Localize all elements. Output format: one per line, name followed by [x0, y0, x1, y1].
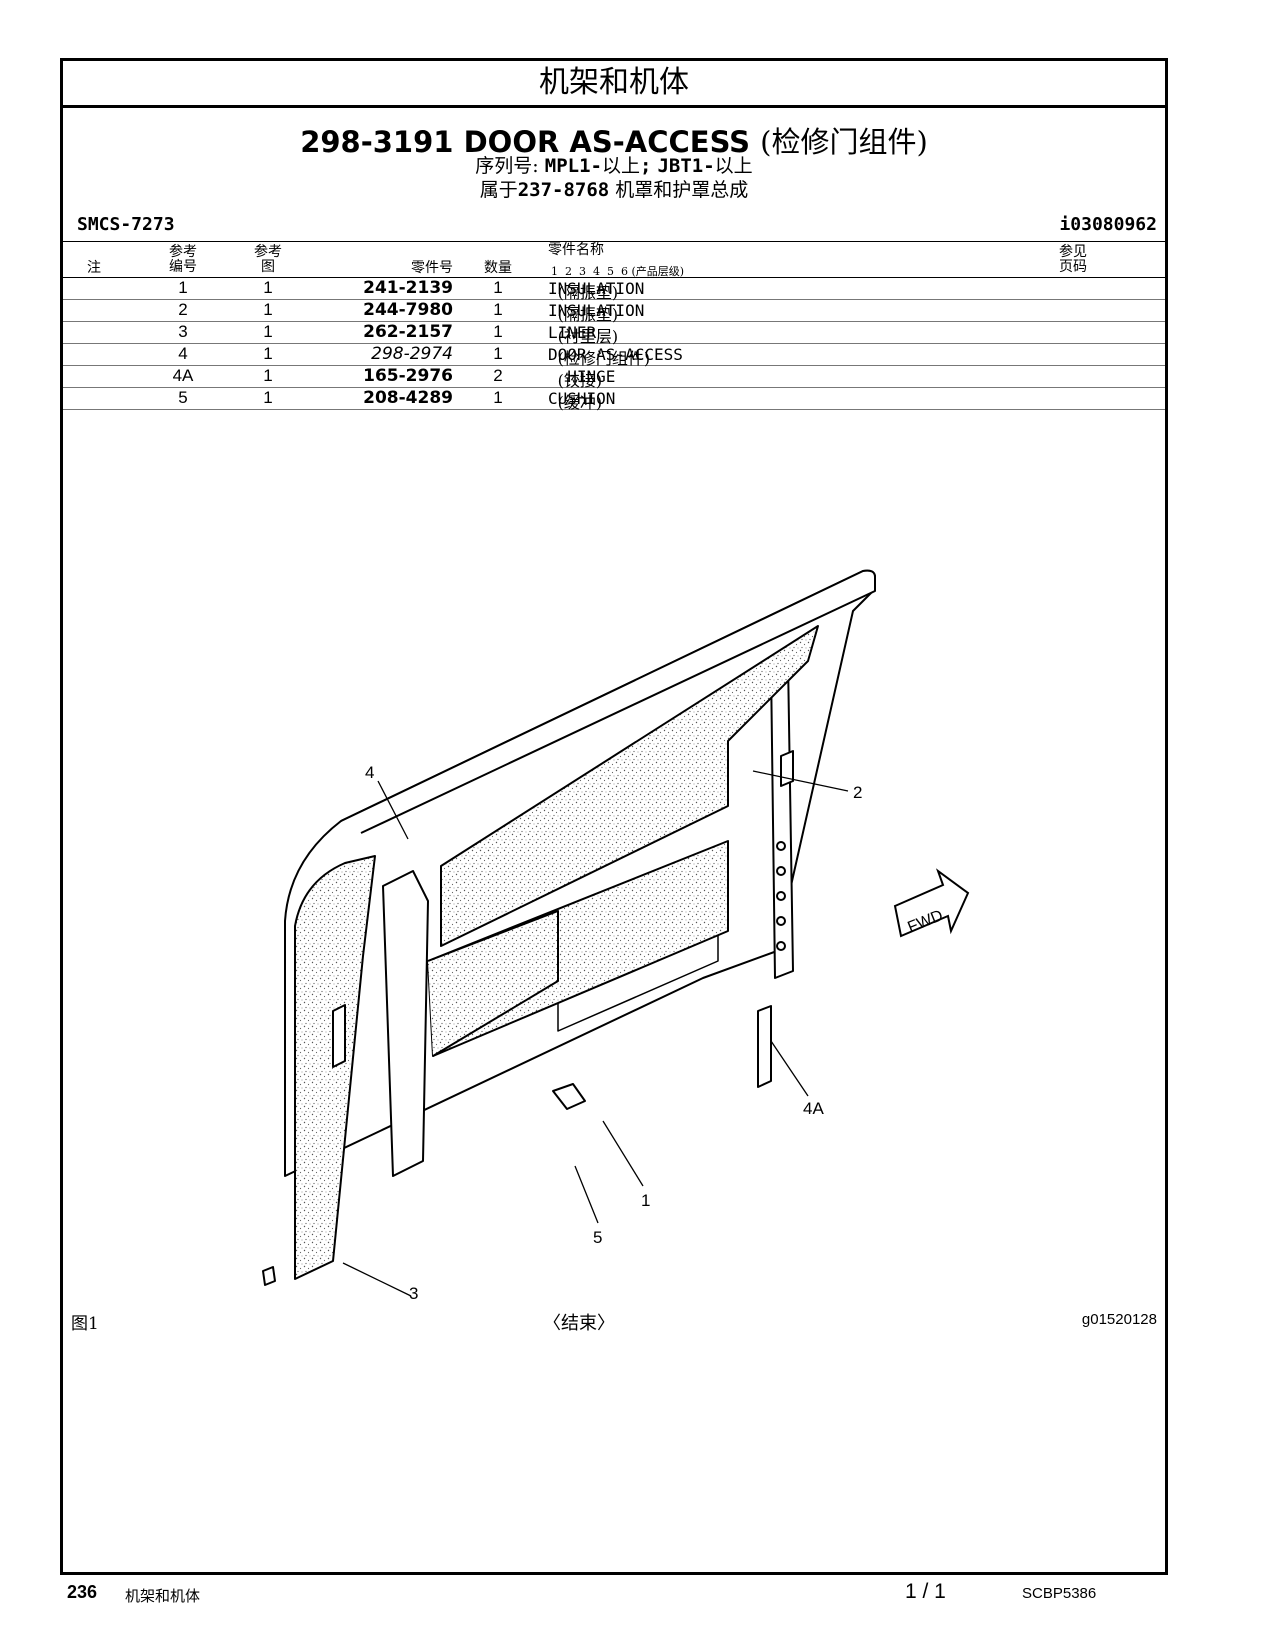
- th-ref-no: 参考 编号: [163, 245, 203, 275]
- row-part-number: 298-2974: [371, 344, 453, 364]
- row-name: INSULATION: [548, 279, 645, 298]
- th-levels-note: (产品层级): [631, 265, 685, 278]
- serial-separator: ;: [639, 155, 652, 177]
- belongs-line: 属于237-8768 机罩和护罩总成: [63, 175, 1165, 202]
- row-ref: 3: [178, 322, 188, 341]
- serial-2-suffix: 以上: [714, 155, 753, 177]
- th-ref-fig-1: 参考: [254, 244, 282, 260]
- callout-5: 5: [593, 1228, 602, 1247]
- assembly-part-number: 298-3191: [300, 125, 454, 159]
- row-part-number: 165-2976: [363, 366, 453, 386]
- table-header-rule: [63, 277, 1165, 278]
- row-name: INSULATION: [548, 301, 645, 320]
- th-see-page: 参见 页码: [1053, 245, 1093, 275]
- row-name-cn: (铰接): [557, 371, 603, 390]
- figure-label: 图1: [71, 1314, 99, 1334]
- belongs-name: 机罩和护罩总成: [615, 179, 749, 201]
- row-part-number: 241-2139: [363, 278, 453, 298]
- row-name-cn: (衬里层): [557, 327, 619, 346]
- row-ref: 4: [178, 344, 188, 363]
- th-see-page-2: 页码: [1059, 259, 1087, 275]
- callout-4: 4: [365, 763, 374, 782]
- belongs-prefix: 属于: [479, 179, 518, 201]
- th-ref-no-1: 参考: [169, 244, 197, 260]
- footer-section: 机架和机体: [125, 1587, 201, 1605]
- th-ref-no-2: 编号: [169, 259, 197, 275]
- row-name: HINGE: [548, 367, 616, 386]
- row-name-cn: (检修门组件): [557, 349, 651, 368]
- serial-prefix: 序列号:: [475, 155, 539, 177]
- table-row: 5 1 208-4289 1 CUSHION (缓冲): [63, 387, 1165, 412]
- smcs-code: SMCS-7273: [77, 214, 175, 235]
- callout-2: 2: [853, 783, 862, 802]
- row-ref: 5: [178, 388, 188, 407]
- row-ref: 1: [178, 278, 188, 297]
- row-fig: 1: [263, 278, 273, 297]
- assembly-title: 298-3191 DOOR AS-ACCESS (检修门组件): [63, 119, 1165, 161]
- th-ref-fig: 参考 图: [251, 245, 285, 275]
- row-ref: 4A: [172, 366, 194, 385]
- assembly-name: DOOR AS-ACCESS: [463, 125, 751, 159]
- serial-1-suffix: 以上: [601, 155, 640, 177]
- section-title: 机架和机体: [63, 61, 1165, 108]
- callout-1: 1: [641, 1191, 650, 1210]
- serial-1: MPL1-: [544, 155, 602, 177]
- table-top-rule: [63, 241, 1165, 242]
- row-qty: 1: [493, 388, 503, 407]
- row-qty: 1: [493, 344, 503, 363]
- row-part-number: 208-4289: [363, 388, 453, 408]
- th-ref-fig-2: 图: [261, 259, 275, 275]
- row-name: LINER: [548, 323, 597, 342]
- th-qty: 数量: [484, 260, 512, 276]
- row-name: CUSHION: [548, 389, 616, 408]
- graphic-id: g01520128: [1081, 1311, 1157, 1328]
- row-name-cn: (隔振垫): [557, 283, 619, 302]
- row-qty: 2: [493, 366, 503, 385]
- row-fig: 1: [263, 366, 273, 385]
- th-see-page-1: 参见: [1059, 244, 1087, 260]
- row-fig: 1: [263, 344, 273, 363]
- row-name-cn: (缓冲): [557, 393, 603, 412]
- th-note: 注: [87, 260, 101, 276]
- serial-2: JBT1-: [657, 155, 715, 177]
- th-part-name: 零件名称: [548, 242, 604, 258]
- callout-4a: 4A: [803, 1099, 824, 1118]
- footer-doc-id: SCBP5386: [1022, 1585, 1097, 1602]
- belongs-part: 237-8768: [517, 179, 610, 201]
- th-levels-nums: 1 2 3 4 5 6: [551, 265, 628, 278]
- table-row: 1 1 241-2139 1 INSULATION (隔振垫): [63, 277, 1165, 302]
- footer-page-of: 1 / 1: [905, 1580, 946, 1603]
- row-part-number: 244-7980: [363, 300, 453, 320]
- callout-3: 3: [409, 1284, 418, 1301]
- row-fig: 1: [263, 300, 273, 319]
- page-frame: 机架和机体 298-3191 DOOR AS-ACCESS (检修门组件) 序列…: [60, 58, 1168, 1575]
- th-part-no: 零件号: [411, 260, 453, 276]
- info-number: i03080962: [1059, 214, 1157, 235]
- row-fig: 1: [263, 322, 273, 341]
- serial-line: 序列号: MPL1-以上; JBT1-以上: [63, 151, 1165, 178]
- row-part-number: 262-2157: [363, 322, 453, 342]
- table-row: 3 1 262-2157 1 LINER (衬里层): [63, 321, 1165, 346]
- row-ref: 2: [178, 300, 188, 319]
- th-levels: 1 2 3 4 5 6 (产品层级): [551, 263, 684, 279]
- end-label: 〈结束〉: [543, 1313, 615, 1334]
- table-row: 4A 1 165-2976 2 HINGE (铰接): [63, 365, 1165, 390]
- assembly-name-cn: (检修门组件): [760, 125, 928, 159]
- row-name: DOOR AS-ACCESS: [548, 345, 683, 364]
- row-qty: 1: [493, 322, 503, 341]
- exploded-view-drawing: 4 2 4A 1 5 3 FWD: [262, 569, 970, 1301]
- table-row: 4 1 298-2974 1 DOOR AS-ACCESS (检修门组件): [63, 343, 1165, 368]
- fwd-arrow-icon: FWD: [893, 868, 970, 938]
- footer-page-number: 236: [67, 1582, 98, 1602]
- row-qty: 1: [493, 300, 503, 319]
- row-name-cn: (隔振垫): [557, 305, 619, 324]
- table-row: 2 1 244-7980 1 INSULATION (隔振垫): [63, 299, 1165, 324]
- row-qty: 1: [493, 278, 503, 297]
- row-fig: 1: [263, 388, 273, 407]
